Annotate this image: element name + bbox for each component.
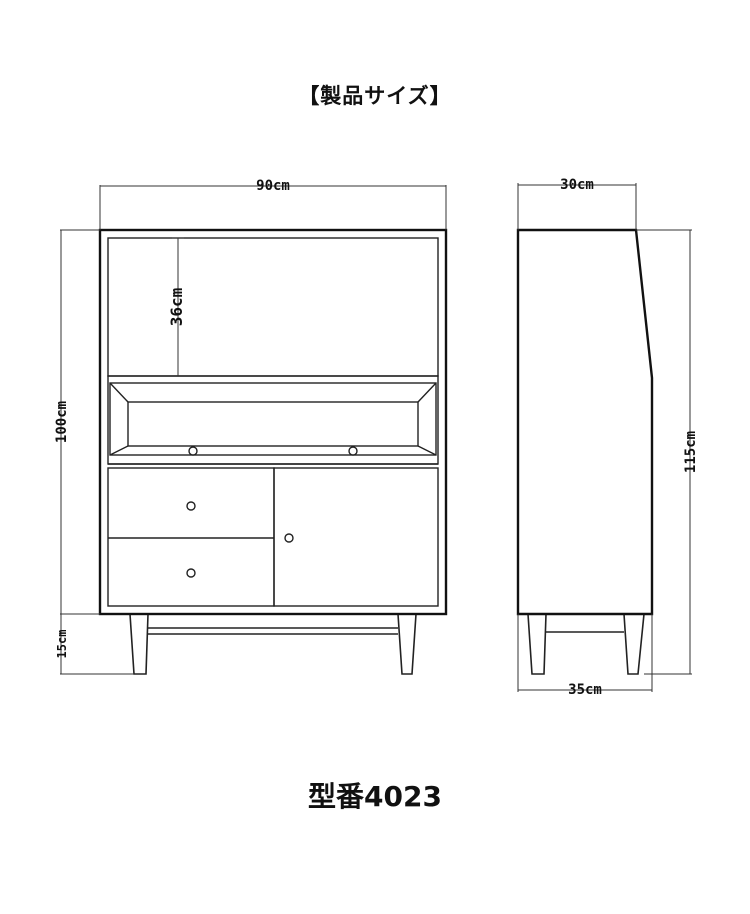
bottom-depth-label: 35cm	[568, 682, 602, 698]
leg-height-label: 15cm	[55, 630, 69, 659]
front-right-leg	[397, 613, 417, 675]
flap-bevel-br	[417, 445, 437, 456]
door-knob	[284, 533, 294, 543]
front-view: 90cm 36cm 100cm 15cm	[54, 178, 448, 675]
flap-knob-right	[348, 446, 358, 456]
flap-bevel-tl	[109, 382, 129, 403]
width-label: 90cm	[256, 178, 290, 194]
flap-knob-left	[188, 446, 198, 456]
cabinet-door	[273, 467, 439, 607]
drawer-knob-bottom	[186, 568, 196, 578]
shelf-height-label: 36cm	[167, 287, 186, 326]
flap-inner-panel	[127, 401, 419, 447]
side-profile	[516, 228, 654, 616]
page-title: 【製品サイズ】	[298, 84, 452, 108]
front-left-leg	[129, 613, 149, 675]
side-back-leg	[623, 613, 645, 675]
flap-bevel-tr	[417, 382, 437, 403]
model-number: 型番4023	[308, 780, 442, 813]
cabinet-outer	[98, 228, 448, 616]
body-height-label: 100cm	[54, 401, 70, 443]
total-height-label: 115cm	[683, 431, 699, 473]
side-view: 30cm 115cm 35cm	[516, 177, 699, 698]
drawer-knob-top	[186, 501, 196, 511]
flap-bevel-bl	[109, 445, 129, 456]
top-depth-label: 30cm	[560, 177, 594, 193]
flap-outer-frame	[109, 382, 437, 456]
side-front-leg	[527, 613, 547, 675]
